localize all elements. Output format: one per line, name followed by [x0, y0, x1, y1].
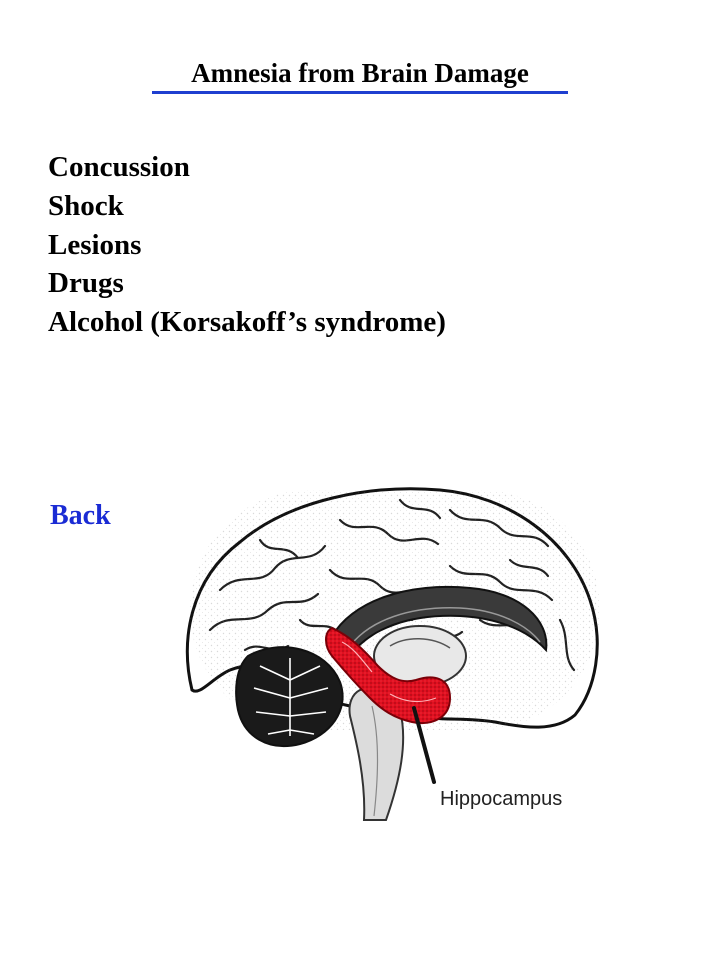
title-underline [152, 91, 568, 94]
hippocampus [325, 626, 452, 724]
slide-title: Amnesia from Brain Damage [191, 58, 529, 88]
brain-illustration [185, 487, 620, 821]
hippocampus-label: Hippocampus [440, 788, 563, 810]
cause-item-lesions: Lesions [48, 228, 142, 261]
cause-item-drugs: Drugs [48, 267, 124, 300]
cause-item-concussion: Concussion [48, 151, 190, 183]
corpus-callosum [328, 585, 548, 658]
cerebellum-folia [253, 658, 329, 736]
causes-list: Concussion Shock Lesions Drugs Alcohol (… [48, 148, 446, 342]
cause-item-alcohol: Alcohol (Korsakoff’s syndrome) [48, 306, 446, 339]
back-link[interactable]: Back [50, 500, 111, 531]
hippocampus-pointer [412, 706, 436, 784]
cause-item-shock: Shock [48, 189, 124, 222]
